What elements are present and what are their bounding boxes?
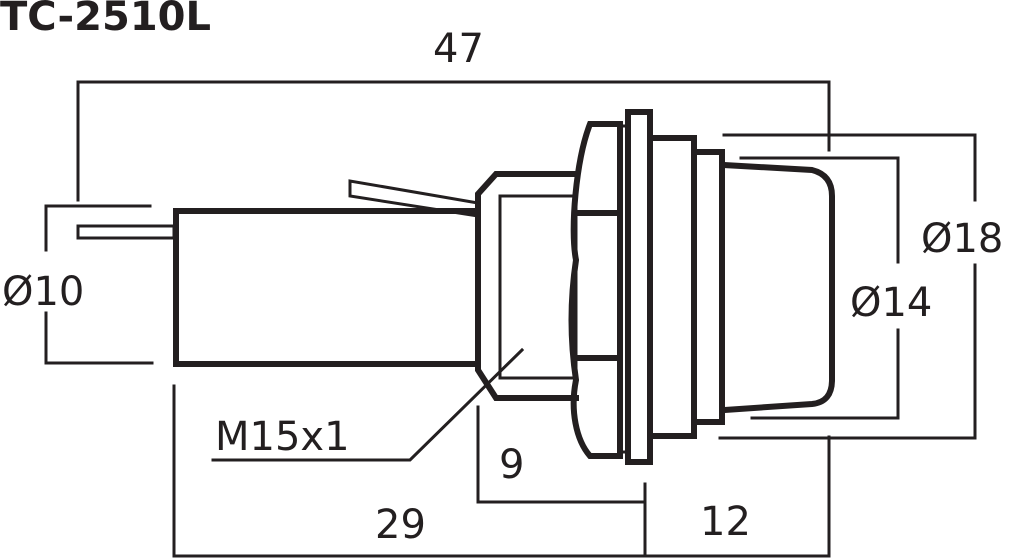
body-cylinder bbox=[173, 208, 481, 367]
cap bbox=[720, 161, 835, 414]
dimension-bottom-chain: 29 12 bbox=[172, 384, 831, 558]
dimension-thread-length: 9 bbox=[476, 405, 647, 504]
contact-pin bbox=[76, 224, 176, 240]
dimension-label-d18: Ø18 bbox=[921, 216, 1003, 262]
dimension-label-29: 29 bbox=[375, 502, 426, 548]
dimension-label-9: 9 bbox=[499, 442, 524, 488]
dimension-label-d10: Ø10 bbox=[2, 269, 84, 315]
dimension-body-diameter: Ø10 bbox=[2, 204, 154, 365]
dimension-overall-length: 47 bbox=[76, 26, 831, 202]
thread-label: M15x1 bbox=[215, 414, 350, 460]
thread-section bbox=[475, 171, 579, 401]
model-title: TC-2510L bbox=[0, 0, 211, 40]
thread-callout: M15x1 bbox=[211, 347, 525, 462]
dimension-label-47: 47 bbox=[433, 26, 484, 72]
hex-nut bbox=[568, 121, 623, 459]
collar bbox=[647, 135, 697, 439]
dimension-label-d14: Ø14 bbox=[850, 280, 932, 326]
dimension-cap-diameter: Ø14 bbox=[739, 156, 932, 420]
ring bbox=[691, 149, 725, 425]
dimension-label-12: 12 bbox=[700, 499, 751, 545]
dimension-flange-diameter: Ø18 bbox=[718, 133, 1003, 440]
flange-washer bbox=[625, 109, 653, 465]
